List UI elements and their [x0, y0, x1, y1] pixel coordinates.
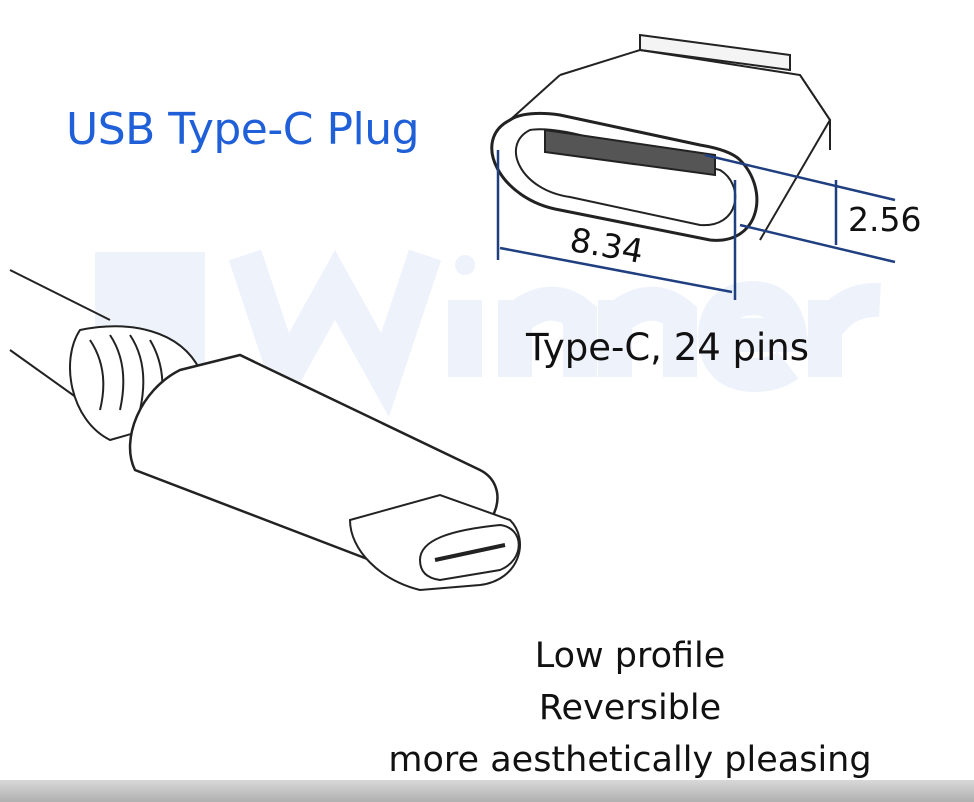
connector-drawing [490, 33, 832, 242]
connector-label: Type-C, 24 pins [526, 326, 810, 369]
dimension-lines [496, 150, 896, 300]
feature-item: more aesthetically pleasing [388, 740, 872, 780]
footer-bar [0, 780, 974, 802]
feature-item: Low profile [534, 636, 726, 676]
plug-drawing [9, 269, 521, 592]
page-title: USB Type-C Plug [66, 104, 420, 155]
feature-item: Reversible [538, 688, 722, 728]
height-dimension-label: 2.56 [848, 200, 922, 239]
feature-list: Low profile Reversible more aestheticall… [330, 630, 930, 786]
watermark [95, 249, 881, 418]
